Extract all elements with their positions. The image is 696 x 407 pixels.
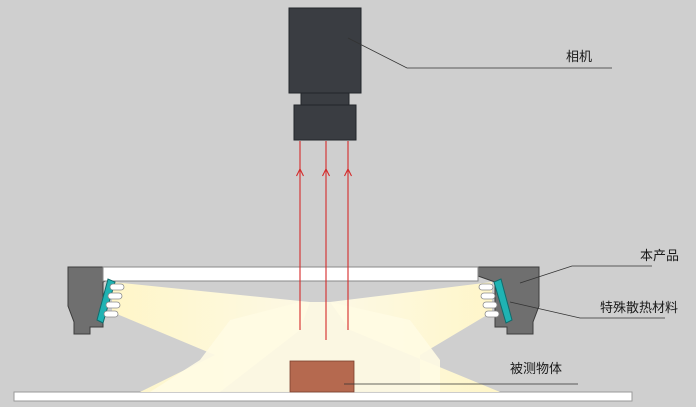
measured-object [289,360,355,393]
ray-arrow-left [296,167,304,177]
light-beam-left [112,282,310,392]
base-platform [13,391,633,402]
label-product: 本产品 [640,249,680,264]
ray-arrow-center [322,167,330,177]
leader-product [519,265,652,284]
diffuser-window [102,266,479,282]
leader-lines [344,37,665,385]
camera-neck [300,92,350,106]
label-measured-object: 被测物体 [510,362,563,377]
led-array-right [478,283,500,318]
ray-arrow-right [344,167,352,177]
leader-heatsink [509,301,665,319]
camera [288,7,362,141]
light-beam-center [150,302,440,392]
heat-sink-right [493,278,513,324]
camera-lens [293,104,357,141]
led-array-left [103,283,125,318]
leader-camera [347,37,612,69]
heat-sink-left [96,278,116,324]
camera-body [288,7,362,94]
label-heat-sink: 特殊散热材料 [600,301,679,316]
label-camera: 相机 [566,50,593,65]
reflected-rays [296,141,352,340]
